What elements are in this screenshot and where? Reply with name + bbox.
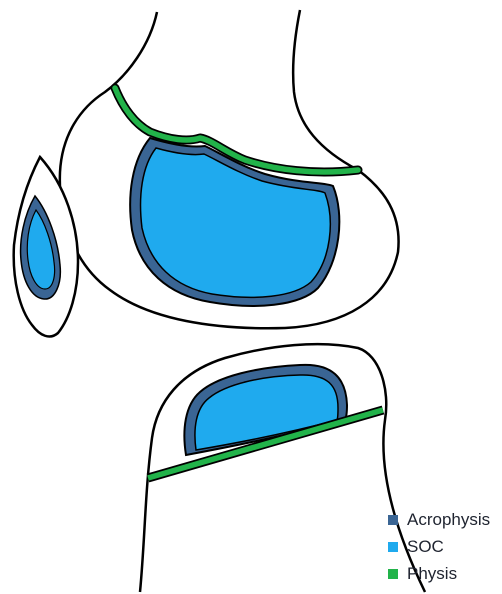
soc-swatch (388, 542, 398, 552)
legend-item-soc: SOC (388, 533, 490, 560)
legend-label-soc: SOC (407, 537, 444, 557)
legend-item-acrophysis: Acrophysis (388, 506, 490, 533)
legend-item-physis: Physis (388, 560, 490, 587)
legend-label-acrophysis: Acrophysis (407, 510, 490, 530)
physis-swatch (388, 569, 398, 579)
legend-label-physis: Physis (407, 564, 457, 584)
acrophysis-swatch (388, 515, 398, 525)
legend: Acrophysis SOC Physis (388, 506, 490, 587)
